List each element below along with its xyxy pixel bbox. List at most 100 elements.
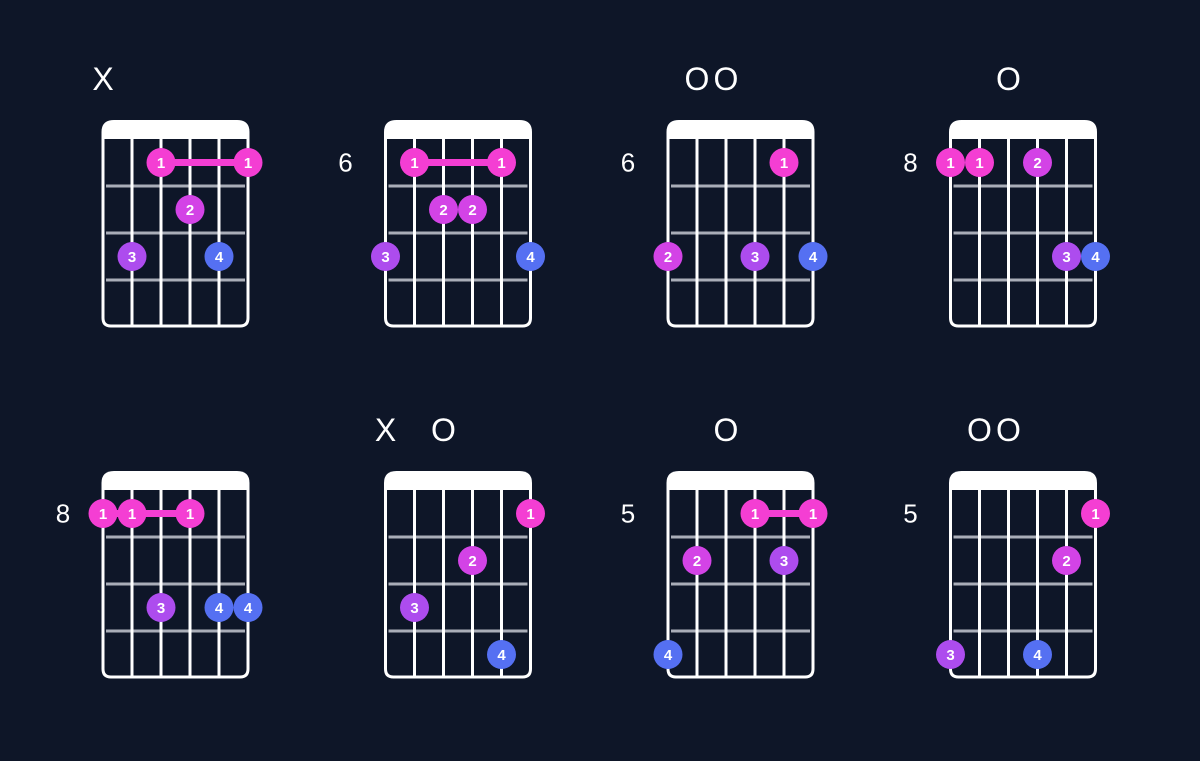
finger-dot: 3 xyxy=(1052,242,1081,271)
finger-dot-circle xyxy=(516,499,545,528)
finger-number: 4 xyxy=(1091,249,1100,266)
fretboard-outline xyxy=(101,483,250,679)
finger-number: 4 xyxy=(809,249,818,266)
muted-string-marker: X xyxy=(92,61,113,97)
finger-number: 1 xyxy=(244,155,252,172)
open-string-marker: O xyxy=(996,412,1021,448)
finger-dot-circle xyxy=(204,593,234,622)
fret-number-label: 6 xyxy=(621,148,635,178)
finger-dot-circle xyxy=(1023,640,1052,669)
finger-number: 1 xyxy=(186,506,194,523)
fretboard-outline xyxy=(666,483,815,679)
finger-number: 4 xyxy=(664,647,673,664)
open-string-marker: O xyxy=(967,412,992,448)
fretboard-outline xyxy=(949,132,1097,328)
finger-dot-circle xyxy=(1052,242,1081,271)
finger-dot-circle xyxy=(233,148,263,177)
nut xyxy=(101,120,250,139)
finger-number: 2 xyxy=(186,202,194,219)
finger-number: 2 xyxy=(468,202,476,219)
finger-number: 3 xyxy=(381,249,389,266)
finger-dot-circle xyxy=(936,640,965,669)
finger-dot: 2 xyxy=(458,546,487,575)
finger-number: 1 xyxy=(128,506,136,523)
finger-number: 3 xyxy=(1062,249,1070,266)
finger-dot-circle xyxy=(769,148,799,177)
finger-number: 1 xyxy=(751,506,759,523)
chord-diagram: X 1 1 2 3 4 xyxy=(92,61,263,328)
finger-dot-circle xyxy=(146,148,176,177)
finger-dot: 4 xyxy=(204,242,234,271)
finger-number: 2 xyxy=(1033,155,1041,172)
finger-dot-circle xyxy=(965,148,994,177)
finger-number: 4 xyxy=(215,249,224,266)
nut xyxy=(949,471,1097,490)
finger-number: 1 xyxy=(780,155,788,172)
nut xyxy=(666,471,815,490)
finger-dot-circle xyxy=(429,195,458,224)
finger-dot-circle xyxy=(740,499,770,528)
open-string-marker: O xyxy=(996,61,1021,97)
finger-number: 3 xyxy=(128,249,136,266)
finger-dot: 3 xyxy=(769,546,799,575)
nut xyxy=(384,120,532,139)
finger-dot: 1 xyxy=(1081,499,1110,528)
finger-dot: 1 xyxy=(798,499,828,528)
finger-dot-circle xyxy=(400,593,429,622)
fretboard-outline xyxy=(384,483,532,679)
finger-dot-circle xyxy=(117,499,147,528)
finger-dot-circle xyxy=(1052,546,1081,575)
finger-dot-circle xyxy=(1081,499,1110,528)
finger-dot: 4 xyxy=(798,242,828,271)
finger-number: 4 xyxy=(497,647,506,664)
finger-dot: 2 xyxy=(175,195,205,224)
finger-dot: 2 xyxy=(429,195,458,224)
fretboard-outline xyxy=(101,132,250,328)
finger-dot: 3 xyxy=(371,242,400,271)
finger-dot: 1 xyxy=(400,148,429,177)
finger-number: 3 xyxy=(780,553,788,570)
finger-dot: 1 xyxy=(936,148,965,177)
finger-number: 2 xyxy=(1062,553,1070,570)
finger-dot-circle xyxy=(487,640,516,669)
fret-number-label: 5 xyxy=(903,499,917,529)
fretboard-outline xyxy=(384,132,532,328)
finger-dot: 1 xyxy=(146,148,176,177)
finger-dot: 4 xyxy=(487,640,516,669)
finger-number: 1 xyxy=(410,155,418,172)
finger-dot: 1 xyxy=(487,148,516,177)
fret-number-label: 5 xyxy=(621,499,635,529)
finger-dot: 2 xyxy=(653,242,683,271)
finger-number: 3 xyxy=(157,600,165,617)
open-string-marker: O xyxy=(685,61,710,97)
muted-string-marker: X xyxy=(375,412,396,448)
finger-dot: 1 xyxy=(88,499,118,528)
finger-dot: 3 xyxy=(936,640,965,669)
finger-dot: 3 xyxy=(740,242,770,271)
finger-number: 1 xyxy=(497,155,505,172)
finger-dot: 4 xyxy=(1023,640,1052,669)
finger-dot-circle xyxy=(1023,148,1052,177)
finger-number: 2 xyxy=(468,553,476,570)
finger-dot-circle xyxy=(175,195,205,224)
finger-number: 1 xyxy=(99,506,107,523)
finger-dot: 3 xyxy=(117,242,147,271)
finger-number: 3 xyxy=(751,249,759,266)
finger-number: 1 xyxy=(157,155,165,172)
finger-number: 4 xyxy=(526,249,535,266)
finger-dot: 1 xyxy=(965,148,994,177)
finger-dot-circle xyxy=(371,242,400,271)
finger-dot: 4 xyxy=(1081,242,1110,271)
nut xyxy=(101,471,250,490)
fret-number-label: 8 xyxy=(56,499,70,529)
finger-dot: 2 xyxy=(458,195,487,224)
finger-dot: 1 xyxy=(516,499,545,528)
fret-number-label: 6 xyxy=(338,148,352,178)
finger-number: 3 xyxy=(410,600,418,617)
